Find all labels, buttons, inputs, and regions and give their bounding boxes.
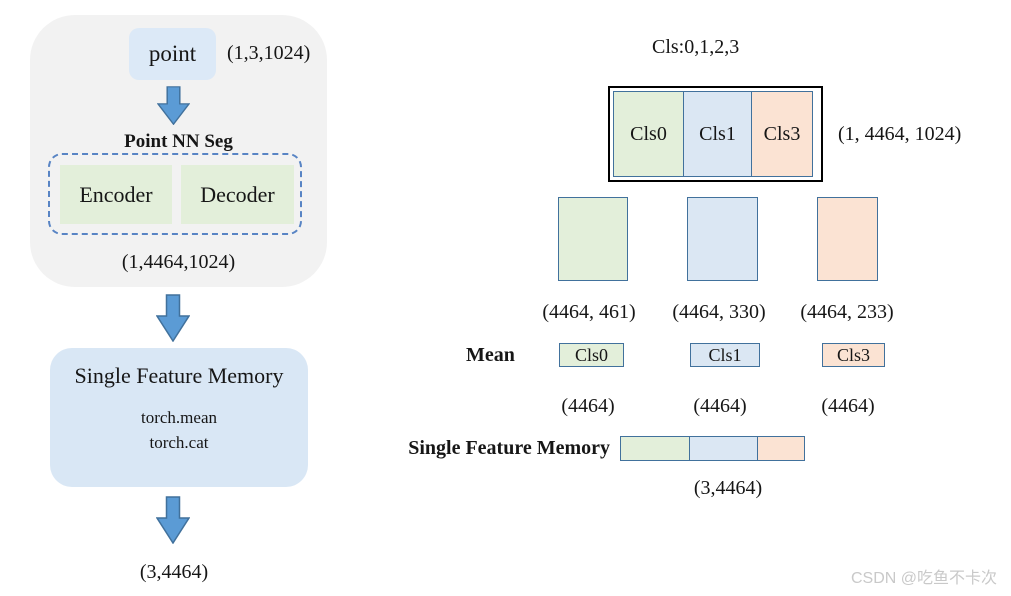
mean-dim-label-cls0: (4464) xyxy=(561,395,615,417)
encoder-label: Encoder xyxy=(79,181,153,207)
memory-dim-label: (3,4464) xyxy=(693,477,763,499)
concat-segment-cls0: Cls0 xyxy=(613,91,684,177)
class-list-header: Cls:0,1,2,3 xyxy=(652,36,740,58)
down-arrow-icon xyxy=(156,496,190,544)
mean-box-cls3: Cls3 xyxy=(822,343,885,367)
mean-box-label: Cls1 xyxy=(708,344,742,365)
memory-row-label: Single Feature Memory xyxy=(408,437,610,459)
model-title: Point NN Seg xyxy=(124,131,233,152)
memory-box: Single Feature Memory torch.mean torch.c… xyxy=(50,348,308,487)
model-dashed-box xyxy=(48,153,302,235)
memory-op-cat: torch.cat xyxy=(149,433,209,452)
concat-segment-label: Cls0 xyxy=(630,122,667,145)
mean-box-cls0: Cls0 xyxy=(559,343,624,367)
mean-dim-label-cls3: (4464) xyxy=(821,395,875,417)
decoder-box: Decoder xyxy=(181,165,294,224)
mean-box-label: Cls3 xyxy=(836,344,870,365)
memory-bar-segment-cls3 xyxy=(757,436,805,461)
split-dim-label-cls0: (4464, 461) xyxy=(542,301,636,323)
encoder-box: Encoder xyxy=(60,165,172,224)
memory-title: Single Feature Memory xyxy=(74,363,284,388)
split-dim-label-cls1: (4464, 330) xyxy=(672,301,766,323)
down-arrow-icon xyxy=(157,86,190,125)
split-rect-cls0 xyxy=(558,197,628,281)
watermark: CSDN @吃鱼不卡次 xyxy=(850,570,997,587)
mean-box-cls1: Cls1 xyxy=(690,343,760,367)
output-dim-label: (3,4464) xyxy=(139,561,209,583)
split-dim-label-cls3: (4464, 233) xyxy=(800,301,894,323)
mean-dim-label-cls1: (4464) xyxy=(693,395,747,417)
concat-segment-label: Cls3 xyxy=(763,122,801,145)
concat-segment-label: Cls1 xyxy=(699,122,736,145)
split-rect-cls3 xyxy=(817,197,878,281)
concat-dim-label: (1, 4464, 1024) xyxy=(838,123,962,145)
memory-op-mean: torch.mean xyxy=(141,408,217,427)
point-input-box: point xyxy=(129,28,216,80)
memory-bar xyxy=(620,436,805,461)
memory-bar-segment-cls0 xyxy=(620,436,690,461)
mean-op-label: Mean xyxy=(466,344,515,366)
mean-box-label: Cls0 xyxy=(574,344,608,365)
concat-segment-cls1: Cls1 xyxy=(682,91,753,177)
concat-segment-cls3: Cls3 xyxy=(751,91,813,177)
memory-bar-segment-cls1 xyxy=(688,436,759,461)
point-input-label: point xyxy=(148,41,197,66)
split-rect-cls1 xyxy=(687,197,758,281)
decoder-label: Decoder xyxy=(200,181,275,207)
concat-feature-box: Cls0 Cls1 Cls3 xyxy=(608,86,823,182)
model-output-dim-label: (1,4464,1024) xyxy=(121,251,236,273)
down-arrow-icon xyxy=(156,294,190,342)
input-dim-label: (1,3,1024) xyxy=(227,42,311,64)
